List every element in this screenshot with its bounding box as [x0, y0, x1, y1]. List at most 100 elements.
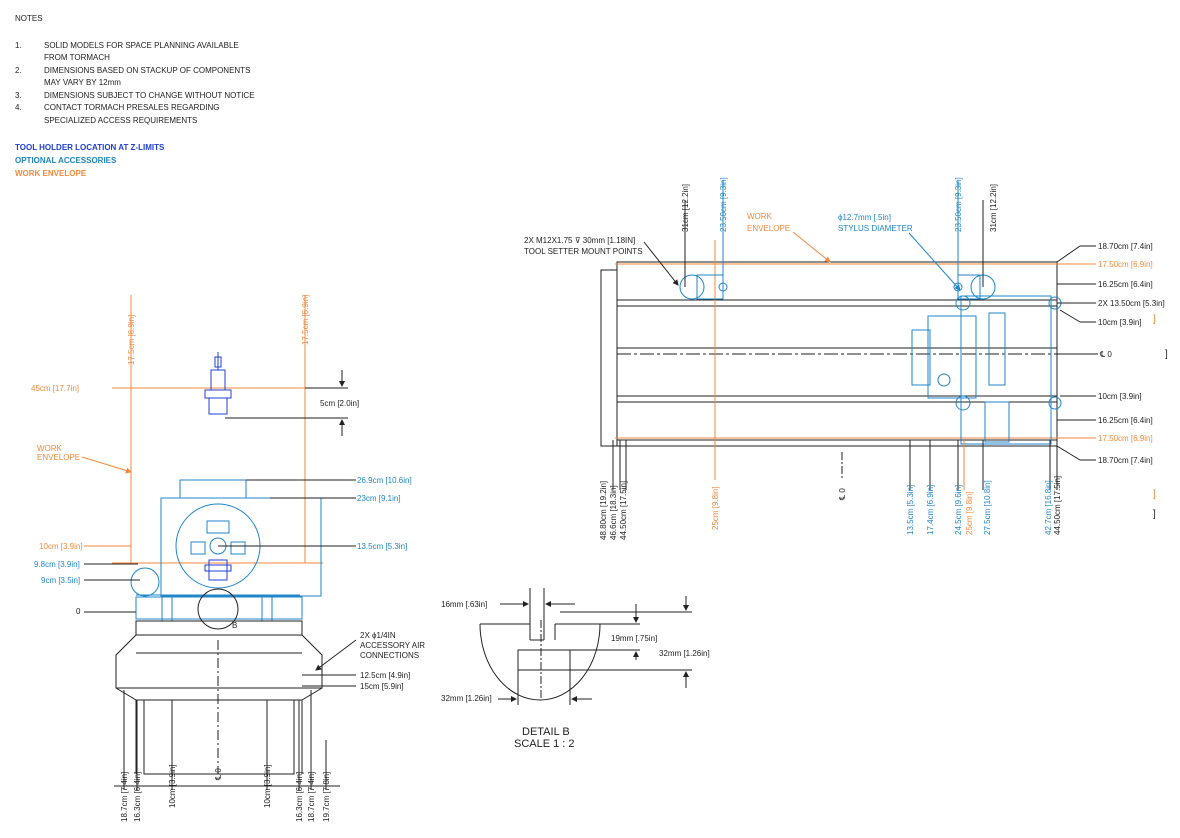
detail-b-callout: B [232, 621, 237, 630]
detail-dim-32-right: 32mm [1.26in] [659, 649, 710, 658]
dim-bottom-25-right: 25cm [9.8in] [965, 491, 974, 535]
note-number: 1. [15, 40, 22, 50]
dim-5: 5cm [2.0in] [320, 399, 359, 408]
note-number: 3. [15, 90, 22, 100]
note-item: 2. DIMENSIONS BASED ON STACKUP OF COMPONE… [15, 65, 255, 90]
dim-bottom-8: 19.7cm [7.8in] [322, 772, 331, 822]
legend-optional-accessories: OPTIONAL ACCESSORIES [15, 156, 117, 165]
note-number: 2. [15, 65, 22, 75]
top-view [600, 180, 1098, 490]
dim-bottom-42-7: 42.7cm [16.8in] [1044, 480, 1053, 535]
note-text: DIMENSIONS SUBJECT TO CHANGE WITHOUT NOT… [44, 90, 255, 100]
front-bottom-labels: 18.7cm [7.4in] 16.3cm [6.4in] 10cm [3.9i… [120, 764, 331, 822]
dim-bottom-6: 16.3cm [6.4in] [295, 772, 304, 822]
dim-right-16-25-bottom: 16.25cm [6.4in] [1098, 416, 1153, 425]
dim-right-16-25-top: 16.25cm [6.4in] [1098, 280, 1153, 289]
dim-26-9: 26.9cm [10.6in] [357, 476, 412, 485]
svg-text:]: ] [1165, 349, 1168, 360]
dim-top-31-right: 31cm [12.2in] [989, 184, 998, 232]
z-travel-dimension [225, 370, 348, 436]
dim-right-10-bottom: 10cm [3.9in] [1098, 392, 1142, 401]
dim-top-23-5-right: 23.50cm [9.3in] [954, 177, 963, 232]
dim-right-18-7-bottom: 18.70cm [7.4in] [1098, 456, 1153, 465]
note-text: SOLID MODELS FOR SPACE PLANNING AVAILABL… [44, 40, 239, 63]
dim-bottom-center: ℄ 0 [214, 768, 223, 781]
dim-17-5-left: 17.5cm [6.9in] [127, 315, 136, 365]
dim-bottom-25-left: 25cm [9.8in] [711, 486, 720, 530]
dim-bottom-44-5-left: 44.50cm [17.5in] [619, 481, 628, 540]
dim-right-13-5: 2X 13.50cm [5.3in] [1098, 299, 1165, 308]
tool-holder-upper [204, 352, 232, 415]
right-edge-marks: ] ] [1153, 349, 1168, 520]
detail-outline [479, 623, 601, 701]
notes-block: NOTES 1. SOLID MODELS FOR SPACE PLANNING … [15, 13, 255, 127]
dim-right-10-top: 10cm [3.9in] [1098, 318, 1142, 327]
dim-bottom-27-5: 27.5cm [10.8in] [983, 480, 992, 535]
front-bottom-extensions [114, 690, 340, 790]
detail-dim-32-left: 32mm [1.26in] [441, 694, 492, 703]
dim-top-23-5-left: 23.50cm [9.3in] [719, 177, 728, 232]
dim-bottom-center-top: ℄ 0 [838, 488, 847, 501]
dim-17-5-right: 17.5cm [6.9in] [301, 295, 310, 345]
dim-bottom-13-5: 13.5cm [5.3in] [906, 485, 915, 535]
table-rail [135, 596, 303, 622]
dim-9-8: 9.8cm [3.9in] [34, 560, 80, 569]
air-note-3: CONNECTIONS [360, 651, 419, 660]
front-leaders [84, 479, 357, 687]
dim-bottom-3: 10cm [3.9in] [168, 764, 177, 808]
note-text: DIMENSIONS BASED ON STACKUP OF COMPONENT… [44, 65, 251, 88]
dim-bottom-2: 16.3cm [6.4in] [133, 772, 142, 822]
note-item: 3. DIMENSIONS SUBJECT TO CHANGE WITHOUT N… [15, 90, 255, 103]
svg-text:]: ] [1153, 489, 1156, 500]
top-work-envelope-2: ENVELOPE [747, 224, 790, 233]
dim-bottom-5: 10cm [3.9in] [263, 764, 272, 808]
dim-bottom-17-4: 17.4cm [6.9in] [926, 485, 935, 535]
legend-work-envelope: WORK ENVELOPE [15, 169, 87, 178]
top-leaders [612, 200, 1096, 490]
dim-9: 9cm [3.5in] [41, 576, 80, 585]
dim-top-31-left: 31cm [12.2in] [681, 184, 690, 232]
front-view [81, 295, 357, 790]
machine-base [115, 588, 323, 775]
tool-holder-lower [204, 559, 232, 581]
dim-bottom-7: 18.7cm [7.4in] [307, 772, 316, 822]
detail-dim-19: 19mm [.75in] [611, 634, 657, 643]
dim-bottom-24-5: 24.5cm [9.6in] [954, 485, 963, 535]
svg-text:]: ] [1153, 314, 1156, 325]
svg-text:]: ] [1153, 509, 1156, 520]
dim-15: 15cm [5.9in] [360, 682, 404, 691]
dim-right-17-5-top: 17.50cm [6.9in] [1098, 260, 1153, 269]
detail-scale: SCALE 1 : 2 [514, 738, 575, 750]
work-envelope-outline [81, 295, 323, 564]
dim-zero: 0 [76, 607, 81, 616]
right-edge-marks-orange: ] ] [1153, 314, 1156, 500]
note-text: CONTACT TORMACH PRESALES REGARDING SPECI… [44, 103, 220, 125]
air-note-2: ACCESSORY AIR [360, 641, 425, 650]
mount-note-2: TOOL SETTER MOUNT POINTS [524, 247, 643, 256]
tool-setter [679, 232, 1062, 445]
dim-12-5: 12.5cm [4.9in] [360, 671, 410, 680]
dim-10-left: 10cm [3.9in] [39, 542, 83, 551]
note-item: 1. SOLID MODELS FOR SPACE PLANNING AVAILA… [15, 40, 255, 65]
dim-bottom-1: 18.7cm [7.4in] [120, 772, 129, 822]
mount-note-1: 2X M12X1.75 ⊽ 30mm [1.18IN] [524, 236, 635, 245]
table-outline [600, 261, 1098, 480]
detail-title: DETAIL B [522, 726, 570, 738]
dim-45: 45cm [17.7in] [31, 384, 79, 393]
dim-right-17-5-bottom: 17.50cm [6.9in] [1098, 434, 1153, 443]
note-number: 4. [15, 103, 22, 112]
dim-bottom-44-5-right: 44.50cm [17.5in] [1053, 476, 1062, 535]
detail-dim-16: 16mm [.63in] [441, 600, 487, 609]
dim-right-center: ℄ 0 [1099, 350, 1112, 359]
dim-right-18-7-top: 18.70cm [7.4in] [1098, 242, 1153, 251]
color-legend: TOOL HOLDER LOCATION AT Z-LIMITS OPTIONA… [15, 141, 164, 180]
top-work-envelope-1: WORK [747, 212, 773, 221]
dim-bottom-46-6: 46.6cm [18.3in] [609, 485, 618, 540]
top-work-envelope [615, 231, 1060, 480]
stylus-note-1: ϕ12.7mm [.5in] [838, 213, 891, 222]
top-orange-extensions [963, 263, 1096, 490]
note-item: 4. CONTACT TORMACH PRESALES REGARDING SPE… [15, 102, 255, 127]
notes-title: NOTES [15, 14, 43, 23]
legend-tool-holder: TOOL HOLDER LOCATION AT Z-LIMITS [15, 143, 165, 152]
